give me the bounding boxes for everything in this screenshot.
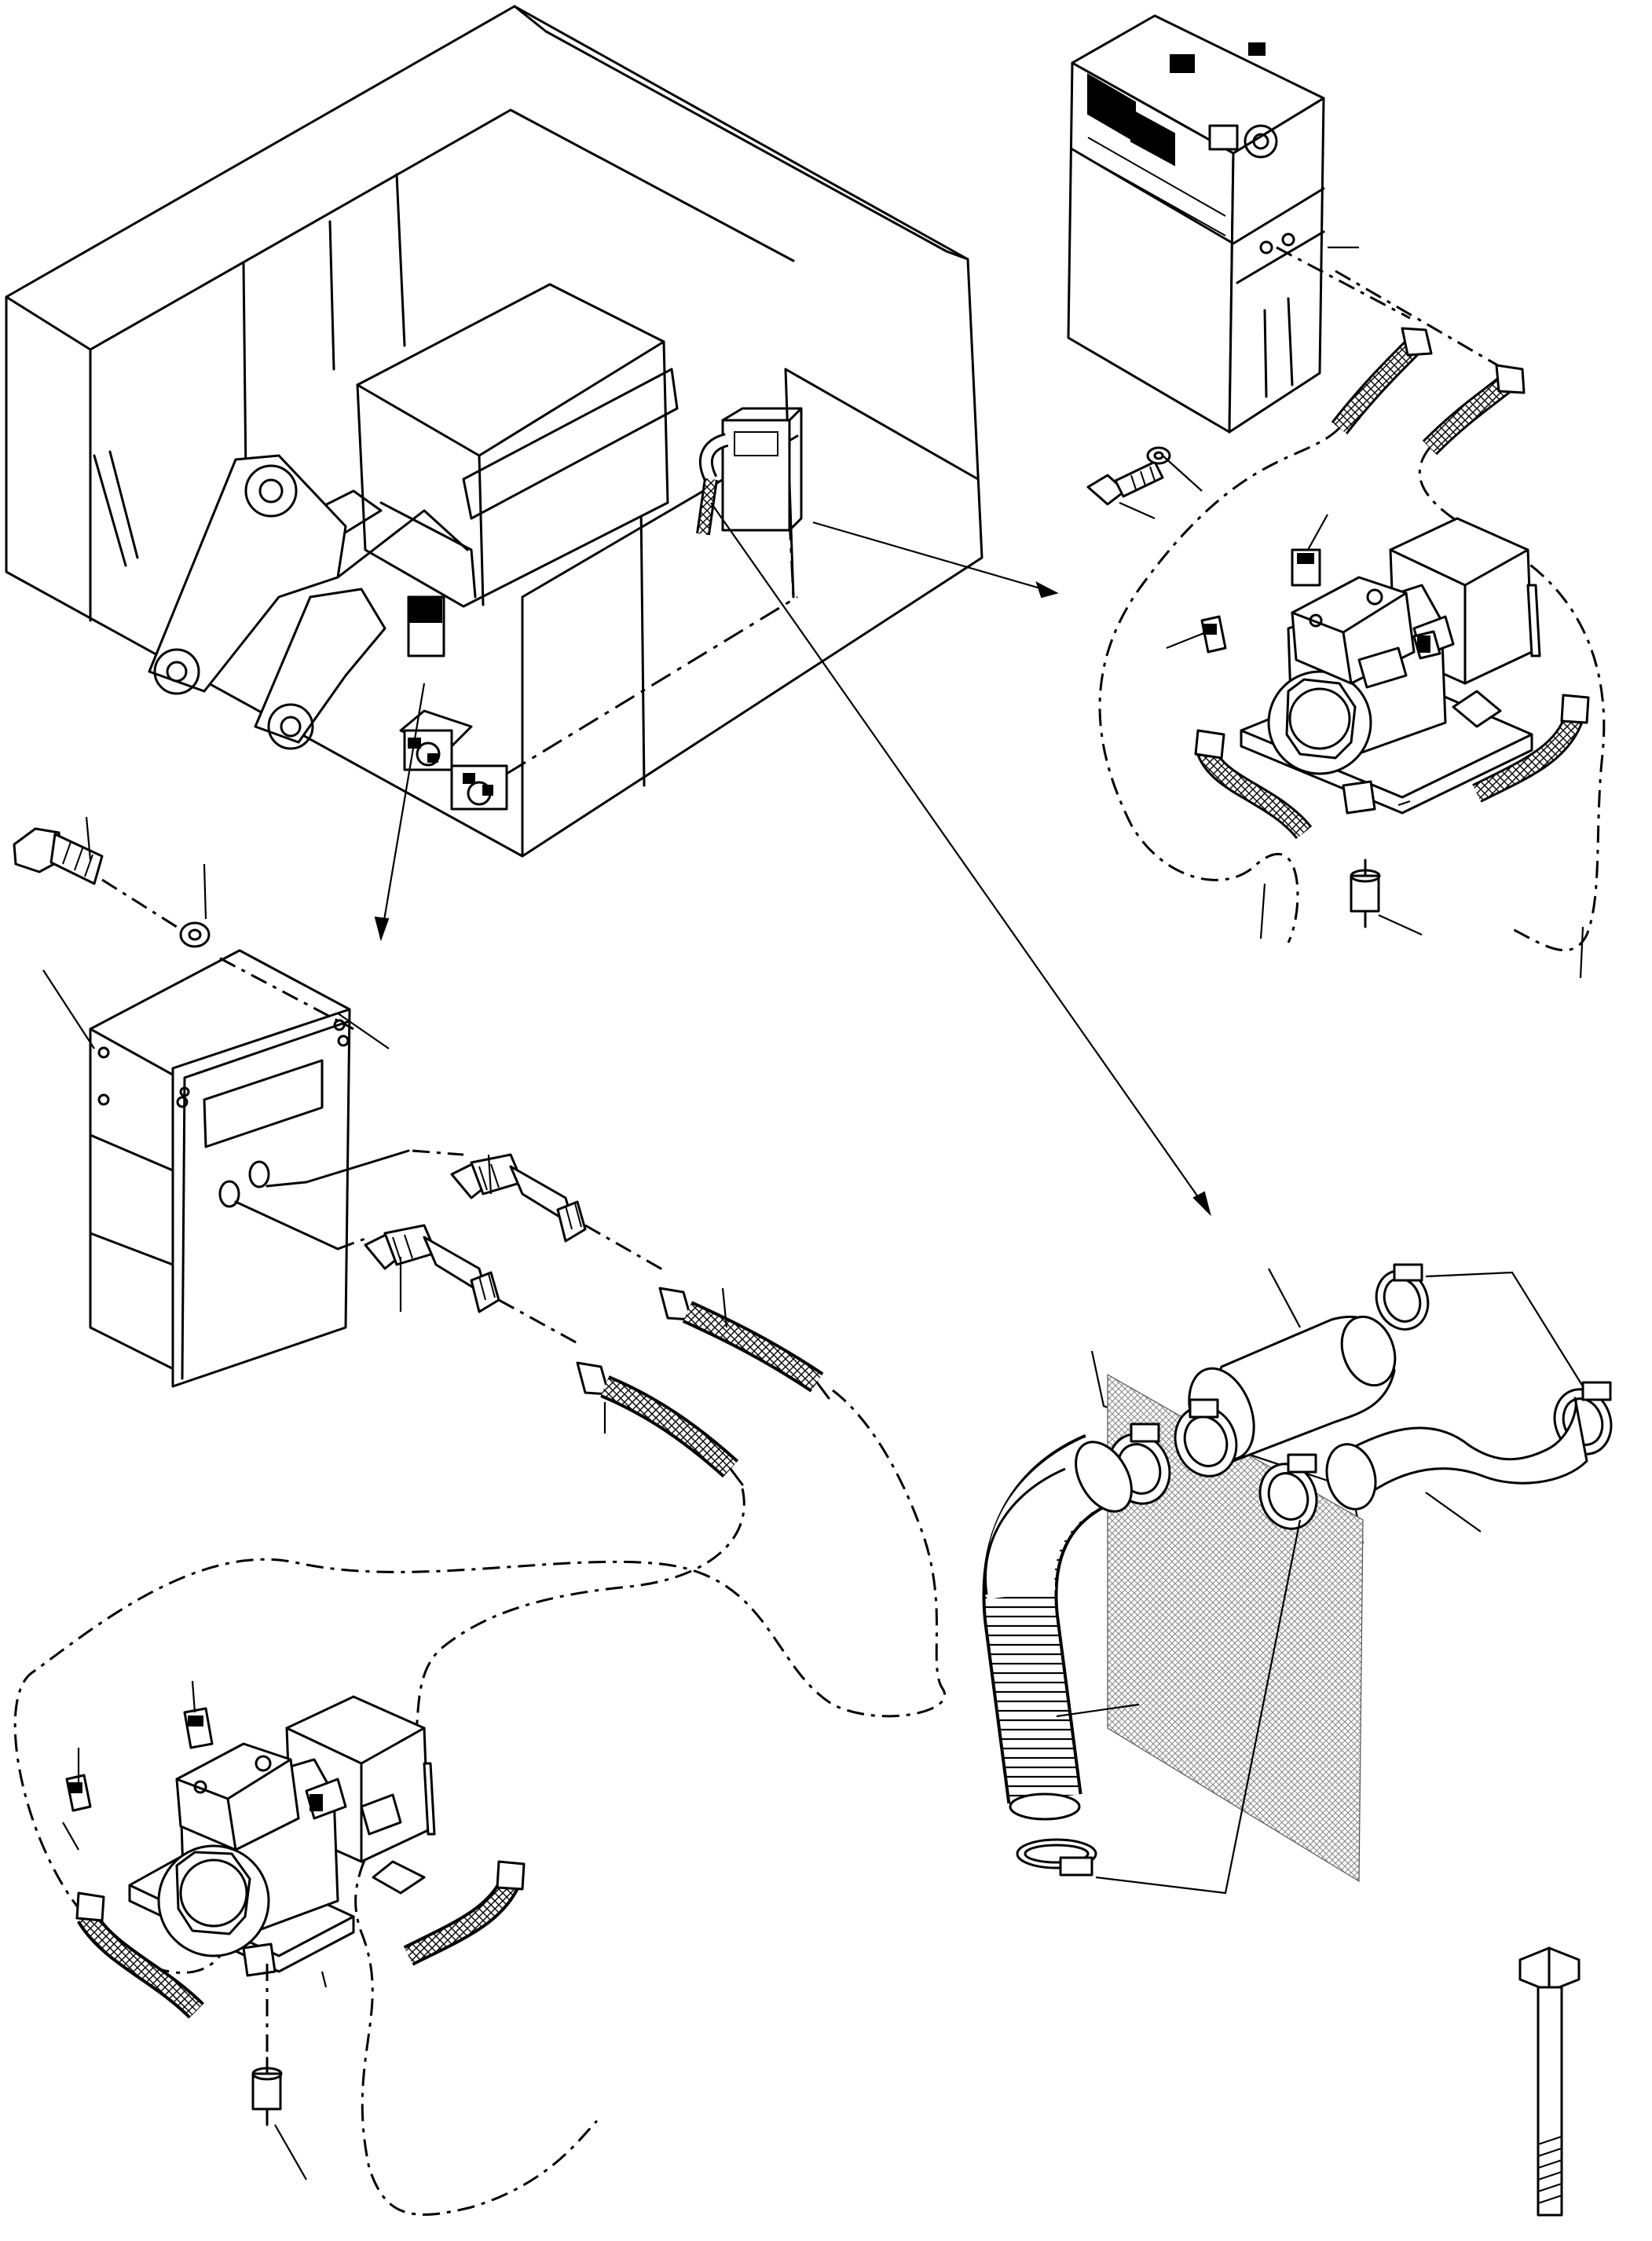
leader-lines-left xyxy=(42,816,728,2181)
hoses-top-right xyxy=(1098,246,1606,952)
bolt-top-right xyxy=(1086,446,1171,506)
control-box-left xyxy=(89,949,351,1388)
control-box-top-right xyxy=(1067,14,1325,434)
fittings-left xyxy=(234,1149,668,1345)
valve-cluster-small xyxy=(399,595,508,811)
mounting-hardware-stack xyxy=(1518,1946,1581,2217)
machine-frame xyxy=(5,5,984,858)
pump-assembly-bottom-left xyxy=(65,1695,526,2126)
callout-arrows xyxy=(374,502,1211,1217)
bolt-left xyxy=(13,827,354,1031)
pump-assembly-top-right xyxy=(1194,517,1590,928)
leader-lines-top-right xyxy=(1119,246,1584,979)
intake-assembly xyxy=(982,1263,1613,1895)
braided-hoses-left xyxy=(13,1287,946,2216)
